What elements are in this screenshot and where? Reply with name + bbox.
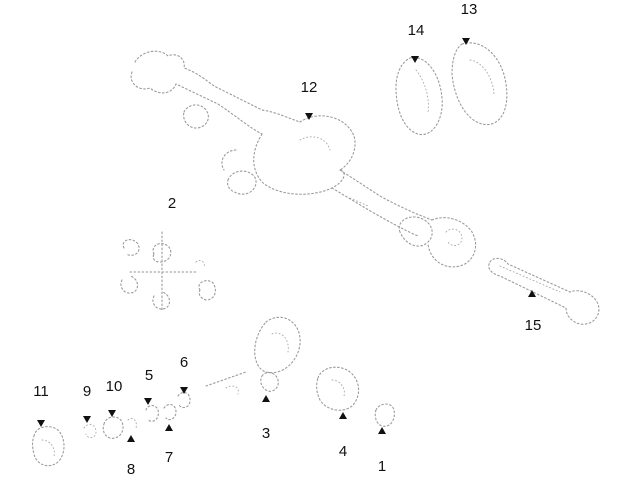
part-12-axle-housing (130, 50, 477, 268)
part-9-nut (83, 424, 97, 439)
part-1-bearing-race (374, 403, 395, 427)
pointer-11 (37, 420, 45, 427)
pointer-15 (528, 290, 536, 297)
callout-12: 12 (301, 79, 318, 96)
part-6-pinion-seal (177, 391, 191, 409)
callout-9: 9 (83, 383, 91, 400)
pointer-7 (165, 424, 173, 431)
callout-4: 4 (339, 443, 347, 460)
callout-13: 13 (461, 1, 478, 18)
callout-7: 7 (165, 449, 173, 466)
pointer-4 (339, 412, 347, 419)
part-8-shim (127, 417, 137, 429)
callout-2: 2 (168, 195, 176, 212)
pointer-8 (127, 435, 135, 442)
callout-14: 14 (408, 22, 425, 39)
pointer-1 (378, 427, 386, 434)
callout-6: 6 (180, 354, 188, 371)
pointer-13 (462, 38, 470, 45)
callout-labels: 1 2 3 4 5 6 7 8 9 10 11 12 13 14 15 (33, 1, 541, 478)
pointer-9 (83, 416, 91, 423)
pointer-14 (411, 56, 419, 63)
callout-1: 1 (378, 458, 386, 475)
part-5-spacer (145, 404, 159, 422)
pointer-6 (180, 387, 188, 394)
part-4-carrier-bearing (316, 366, 360, 411)
part-15-axle-shaft (488, 257, 600, 325)
part-14-backing-plate (395, 56, 443, 136)
part-3-ring-gear-pinion (205, 316, 301, 395)
callout-10: 10 (106, 378, 123, 395)
callout-8: 8 (127, 461, 135, 478)
pointer-10 (108, 410, 116, 417)
pointer-5 (144, 398, 152, 405)
part-7-bearing (163, 403, 177, 421)
pointer-12 (305, 113, 313, 120)
pointer-3 (262, 395, 270, 402)
callout-3: 3 (262, 425, 270, 442)
callout-11: 11 (33, 383, 49, 400)
part-13-brake-drum (451, 42, 508, 126)
part-2-spider-gear-set (120, 231, 216, 313)
callout-5: 5 (145, 367, 153, 384)
callout-pointers (37, 38, 536, 442)
callout-15: 15 (525, 317, 542, 334)
part-10-washer (102, 416, 124, 439)
part-11-pinion-flange (31, 426, 65, 467)
